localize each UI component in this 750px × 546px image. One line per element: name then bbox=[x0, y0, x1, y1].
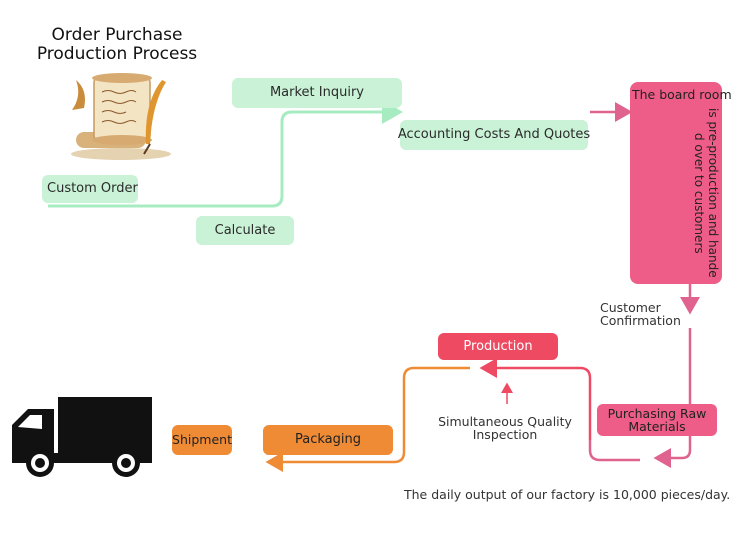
purchasing-line-2: Materials bbox=[628, 419, 686, 434]
diagram-title: Order Purchase Production Process bbox=[22, 26, 212, 64]
packaging-node: Packaging bbox=[263, 425, 393, 455]
pink-connector-right bbox=[653, 328, 692, 468]
title-line-2: Production Process bbox=[36, 44, 198, 64]
title-line-1: Order Purchase bbox=[51, 25, 183, 45]
accounting-node: Accounting Costs And Quotes bbox=[398, 120, 590, 150]
board-room-vertical-text: is pre-production and handed over to cus… bbox=[692, 108, 720, 278]
purchasing-line-1: Purchasing Raw bbox=[607, 406, 707, 421]
quality-line-2: Inspection bbox=[472, 427, 538, 442]
quality-line-1: Simultaneous Quality bbox=[438, 414, 572, 429]
custom-order-node: Custom Order bbox=[42, 175, 138, 203]
purchasing-raw-materials-node: Purchasing Raw Materials bbox=[597, 404, 717, 436]
red-loop bbox=[479, 358, 592, 440]
customer-confirmation-line-1: Customer bbox=[600, 300, 661, 315]
pink-loop-left bbox=[588, 440, 640, 462]
market-inquiry-node: Market Inquiry bbox=[232, 78, 402, 108]
quality-inspection-label: Simultaneous Quality Inspection bbox=[430, 415, 580, 441]
board-room-node: The board room is pre-production and han… bbox=[630, 82, 732, 284]
daily-output-note: The daily output of our factory is 10,00… bbox=[404, 487, 731, 502]
production-node: Production bbox=[438, 333, 558, 360]
delivery-truck-icon bbox=[12, 397, 152, 477]
board-room-line-1: The board room bbox=[632, 87, 732, 102]
orange-loop bbox=[265, 366, 470, 472]
shipment-node: Shipment bbox=[172, 425, 232, 455]
customer-confirmation-label: Customer Confirmation bbox=[600, 301, 690, 327]
scroll-quill-icon bbox=[71, 73, 171, 160]
green-connector bbox=[48, 100, 403, 208]
customer-confirmation-line-2: Confirmation bbox=[600, 313, 681, 328]
calculate-node: Calculate bbox=[196, 216, 294, 245]
